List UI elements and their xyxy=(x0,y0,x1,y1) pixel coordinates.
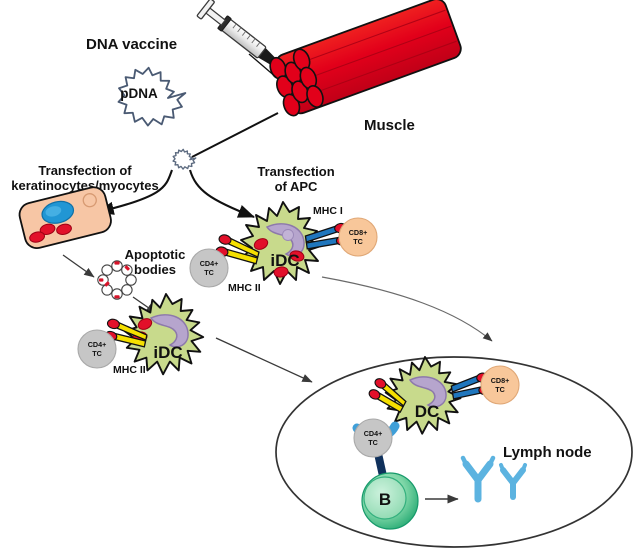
keratinocyte-to-apoptotic-arrow xyxy=(62,254,95,278)
cd8-tc-top-label-2: TC xyxy=(353,237,363,246)
cd4-tc-lymph: CD4+ TC xyxy=(353,418,393,458)
antibody-pair xyxy=(460,455,527,503)
branch-arrow-keratinocyte xyxy=(96,169,173,215)
keratinocyte-myocyte-cell xyxy=(18,186,112,249)
apoptotic-label-1: Apoptotic xyxy=(125,247,186,262)
plasmid-small-icon xyxy=(172,148,197,170)
idc-top-to-lymph-arrow xyxy=(321,276,493,342)
cd8-tc-lymph-label-1: CD8+ xyxy=(491,376,510,385)
muscle-label: Muscle xyxy=(364,117,415,134)
apoptotic-bodies-cluster xyxy=(97,260,137,300)
dc-lymph-label: DC xyxy=(415,402,440,421)
cd4-tc-left: CD4+ TC xyxy=(77,329,117,369)
cd8-tc-lymph-label-2: TC xyxy=(495,385,505,394)
lymph-node-label: Lymph node xyxy=(503,444,592,461)
apoptotic-label-2: bodies xyxy=(134,262,176,277)
mhc-ii-receptor-lymph xyxy=(368,378,407,413)
dna-vaccine-label: DNA vaccine xyxy=(86,36,177,53)
idc-top-label: iDC xyxy=(270,251,299,270)
cd8-tc-lymph: CD8+ TC xyxy=(480,365,520,405)
transfection-keratinocytes-label-2: keratinocytes/myocytes xyxy=(11,178,158,193)
cd4-tc-top-label-1: CD4+ xyxy=(200,259,219,268)
mhc-i-top-label: MHC I xyxy=(313,205,343,217)
plasmid-pdna-icon: pDNA xyxy=(117,66,187,127)
mhc-ii-receptor-top xyxy=(215,234,260,265)
cd4-tc-lymph-label-1: CD4+ xyxy=(364,429,383,438)
cd4-tc-top-label-2: TC xyxy=(204,268,214,277)
mhc-ii-left-label: MHC II xyxy=(113,364,146,376)
muscle-to-plasmid-arrow xyxy=(191,112,279,158)
muscle-fiber-bundle xyxy=(269,0,462,117)
cd4-tc-top: CD4+ TC xyxy=(189,248,229,288)
mhc-ii-top-label: MHC II xyxy=(228,282,261,294)
cd8-tc-top: CD8+ TC xyxy=(338,217,378,257)
transfection-apc-label-1: Transfection xyxy=(257,164,334,179)
branch-arrow-apc xyxy=(188,169,255,218)
b-cell: B xyxy=(361,472,419,530)
idc-left-label: iDC xyxy=(153,343,182,362)
mhc-ii-receptor-left xyxy=(104,318,148,348)
mature-dendritic-cell: DC xyxy=(384,356,462,435)
cd4-tc-left-label-1: CD4+ xyxy=(88,340,107,349)
cd8-tc-top-label-1: CD8+ xyxy=(349,228,368,237)
cd4-tc-lymph-label-2: TC xyxy=(368,438,378,447)
syringe-icon xyxy=(196,0,305,87)
idc-left-to-lymph-arrow xyxy=(215,337,313,383)
antibody-small-icon xyxy=(499,463,527,500)
transfection-keratinocytes-label-1: Transfection of xyxy=(38,163,132,178)
pdna-label: pDNA xyxy=(120,86,158,101)
injection-arrow xyxy=(248,53,278,79)
transfection-apc-label-2: of APC xyxy=(275,179,318,194)
cd4-tc-left-label-2: TC xyxy=(92,349,102,358)
b-cell-label: B xyxy=(379,490,391,509)
immature-dendritic-cell-apc: iDC xyxy=(240,201,322,285)
antibody-large-icon xyxy=(460,455,496,503)
